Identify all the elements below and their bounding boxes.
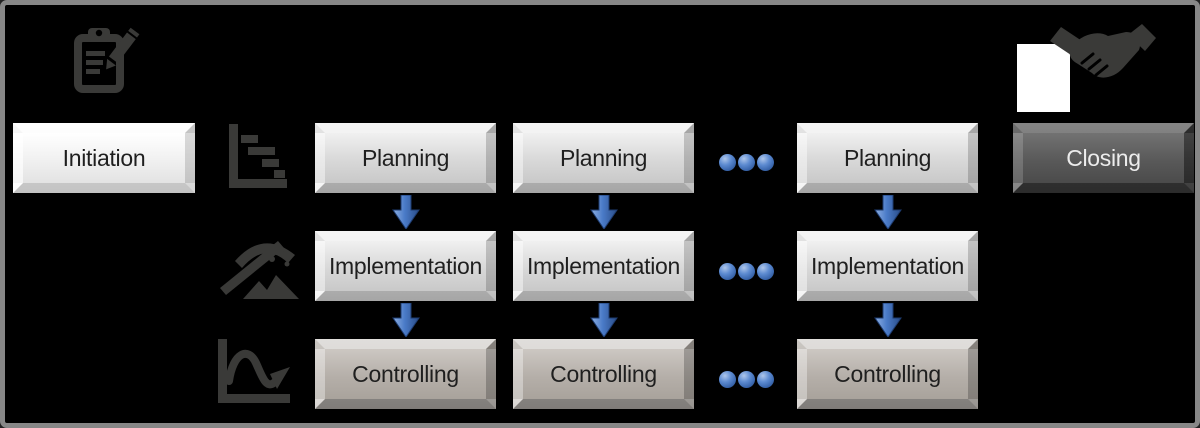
- blue-dot: [757, 371, 774, 388]
- arrow-down-icon: [589, 195, 619, 229]
- gantt-chart-icon: [227, 124, 295, 190]
- arrow-down-icon: [873, 303, 903, 337]
- arrow-down-icon: [391, 303, 421, 337]
- white-rectangle: [1017, 44, 1070, 112]
- implementation-label: Implementation: [810, 252, 965, 279]
- controlling-label: Controlling: [834, 360, 941, 387]
- blue-dot: [757, 263, 774, 280]
- controlling-box-1: Controlling: [315, 339, 496, 409]
- implementation-box-3: Implementation: [797, 231, 978, 301]
- planning-label: Planning: [559, 144, 648, 171]
- initiation-label: Initiation: [62, 144, 146, 171]
- blue-dot: [757, 154, 774, 171]
- controlling-box-3: Controlling: [797, 339, 978, 409]
- arrow-down-icon: [589, 303, 619, 337]
- blue-dot: [738, 154, 755, 171]
- planning-box-2: Planning: [513, 123, 694, 193]
- ellipsis-dots-planning: [719, 154, 774, 171]
- implementation-label: Implementation: [526, 252, 681, 279]
- clipboard-pencil-icon: [71, 25, 145, 93]
- planning-box-1: Planning: [315, 123, 496, 193]
- handshake-icon: [1048, 24, 1156, 90]
- blue-dot: [719, 154, 736, 171]
- planning-label: Planning: [361, 144, 450, 171]
- ellipsis-dots-implementation: [719, 263, 774, 280]
- implementation-label: Implementation: [328, 252, 483, 279]
- pickaxe-icon: [215, 231, 301, 301]
- implementation-box-2: Implementation: [513, 231, 694, 301]
- blue-dot: [719, 263, 736, 280]
- trend-curve-icon: [216, 339, 295, 405]
- controlling-box-2: Controlling: [513, 339, 694, 409]
- arrow-down-icon: [391, 195, 421, 229]
- closing-box: Closing: [1013, 123, 1194, 193]
- planning-label: Planning: [843, 144, 932, 171]
- controlling-label: Controlling: [352, 360, 459, 387]
- implementation-box-1: Implementation: [315, 231, 496, 301]
- controlling-label: Controlling: [550, 360, 657, 387]
- blue-dot: [738, 371, 755, 388]
- initiation-box: Initiation: [13, 123, 195, 193]
- closing-label: Closing: [1066, 144, 1141, 171]
- planning-box-3: Planning: [797, 123, 978, 193]
- ellipsis-dots-controlling: [719, 371, 774, 388]
- arrow-down-icon: [873, 195, 903, 229]
- blue-dot: [738, 263, 755, 280]
- blue-dot: [719, 371, 736, 388]
